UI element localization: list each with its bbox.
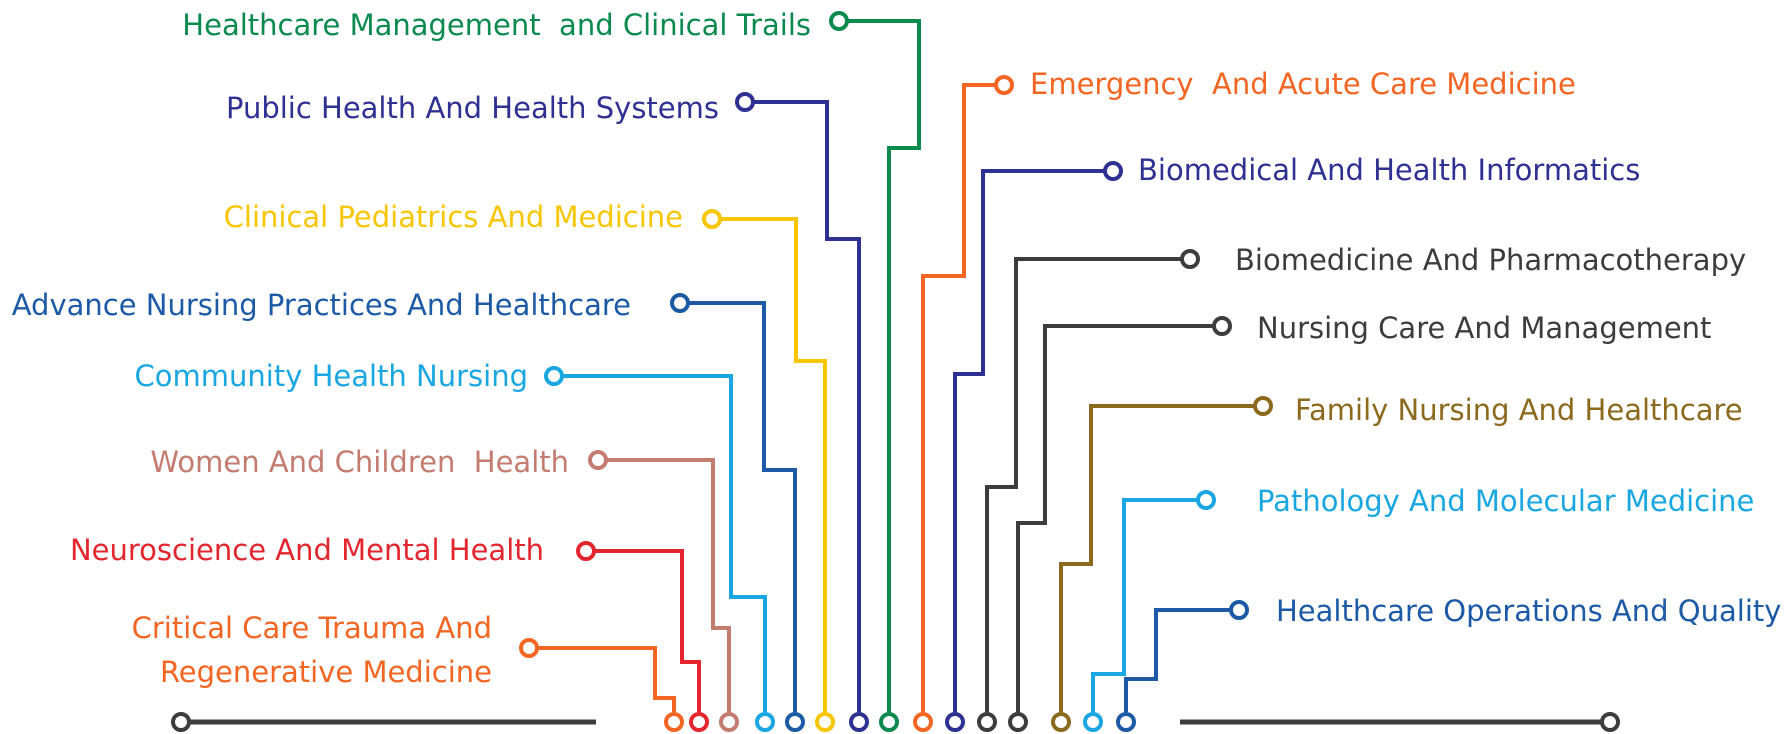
topic-label-public-health: Public Health And Health Systems [225, 91, 719, 125]
topic-label-clinical-pediatrics: Clinical Pediatrics And Medicine [223, 200, 683, 234]
topic-label-advance-nursing: Advance Nursing Practices And Healthcare [11, 288, 631, 322]
topic-label-biomedicine-pharmacotherapy: Biomedicine And Pharmacotherapy [1235, 243, 1747, 277]
bottom-node-advance-nursing [785, 712, 805, 732]
bottom-node-public-health [849, 712, 869, 732]
bottom-node-healthcare-operations [1116, 712, 1136, 732]
bottom-node-emergency [913, 712, 933, 732]
bottom-node-women-children [719, 712, 739, 732]
node-public-health [735, 92, 755, 112]
node-healthcare-management [829, 11, 849, 31]
node-women-children [588, 450, 608, 470]
wire-biomedical-informatics [953, 169, 1113, 712]
bottom-node-biomedicine-pharma [977, 712, 997, 732]
wire-women-children [598, 458, 731, 712]
node-advance-nursing [670, 293, 690, 313]
topic-label-critical-care-line1: Critical Care Trauma And [131, 611, 492, 645]
node-emergency [994, 75, 1014, 95]
topic-label-family-nursing: Family Nursing And Healthcare [1295, 393, 1743, 427]
bottom-node-critical-care [664, 712, 684, 732]
node-critical-care [519, 638, 539, 658]
node-pathology [1196, 490, 1216, 510]
wire-emergency [921, 83, 1004, 712]
topic-label-healthcare-management: Healthcare Management and Clinical Trail… [182, 8, 811, 42]
node-community-health [544, 366, 564, 386]
node-biomedicine-pharma [1180, 249, 1200, 269]
wire-neuroscience [586, 549, 701, 712]
topic-label-women-children-health: Women And Children Health [150, 445, 569, 479]
wire-community-health [554, 374, 767, 712]
wire-healthcare-management [839, 19, 921, 712]
wire-biomedicine-pharma [985, 257, 1190, 712]
baseline-right-node [1600, 712, 1620, 732]
wire-pathology [1091, 498, 1206, 712]
wire-family-nursing [1059, 404, 1263, 712]
bottom-node-community-health [755, 712, 775, 732]
bottom-node-neuroscience [689, 712, 709, 732]
bottom-node-biomedical-informatics [945, 712, 965, 732]
topic-label-community-health-nursing: Community Health Nursing [134, 359, 528, 393]
bottom-node-nursing-care [1008, 712, 1028, 732]
wire-clinical-pediatrics [712, 217, 827, 712]
node-clinical-pediatrics [702, 209, 722, 229]
wire-public-health [745, 100, 861, 712]
node-family-nursing [1253, 396, 1273, 416]
topic-label-emergency-acute-care: Emergency And Acute Care Medicine [1030, 67, 1576, 101]
baseline-left-node [171, 712, 191, 732]
node-biomedical-informatics [1103, 161, 1123, 181]
wire-advance-nursing [680, 301, 797, 712]
topic-label-neuroscience: Neuroscience And Mental Health [69, 533, 544, 567]
topic-label-nursing-care-management: Nursing Care And Management [1257, 311, 1712, 345]
wire-critical-care [529, 646, 676, 712]
wire-healthcare-operations [1124, 608, 1239, 712]
bottom-node-pathology [1083, 712, 1103, 732]
topic-label-healthcare-operations: Healthcare Operations And Quality [1276, 594, 1782, 628]
topic-label-biomedical-informatics: Biomedical And Health Informatics [1138, 153, 1641, 187]
node-healthcare-operations [1229, 600, 1249, 620]
wire-nursing-care [1016, 324, 1222, 712]
bottom-node-clinical-pediatrics [815, 712, 835, 732]
bottom-node-family-nursing [1051, 712, 1071, 732]
bottom-node-healthcare-management [879, 712, 899, 732]
topic-label-critical-care-line2: Regenerative Medicine [159, 655, 492, 689]
node-nursing-care [1212, 316, 1232, 336]
node-neuroscience [576, 541, 596, 561]
topic-label-pathology-molecular: Pathology And Molecular Medicine [1257, 484, 1755, 518]
